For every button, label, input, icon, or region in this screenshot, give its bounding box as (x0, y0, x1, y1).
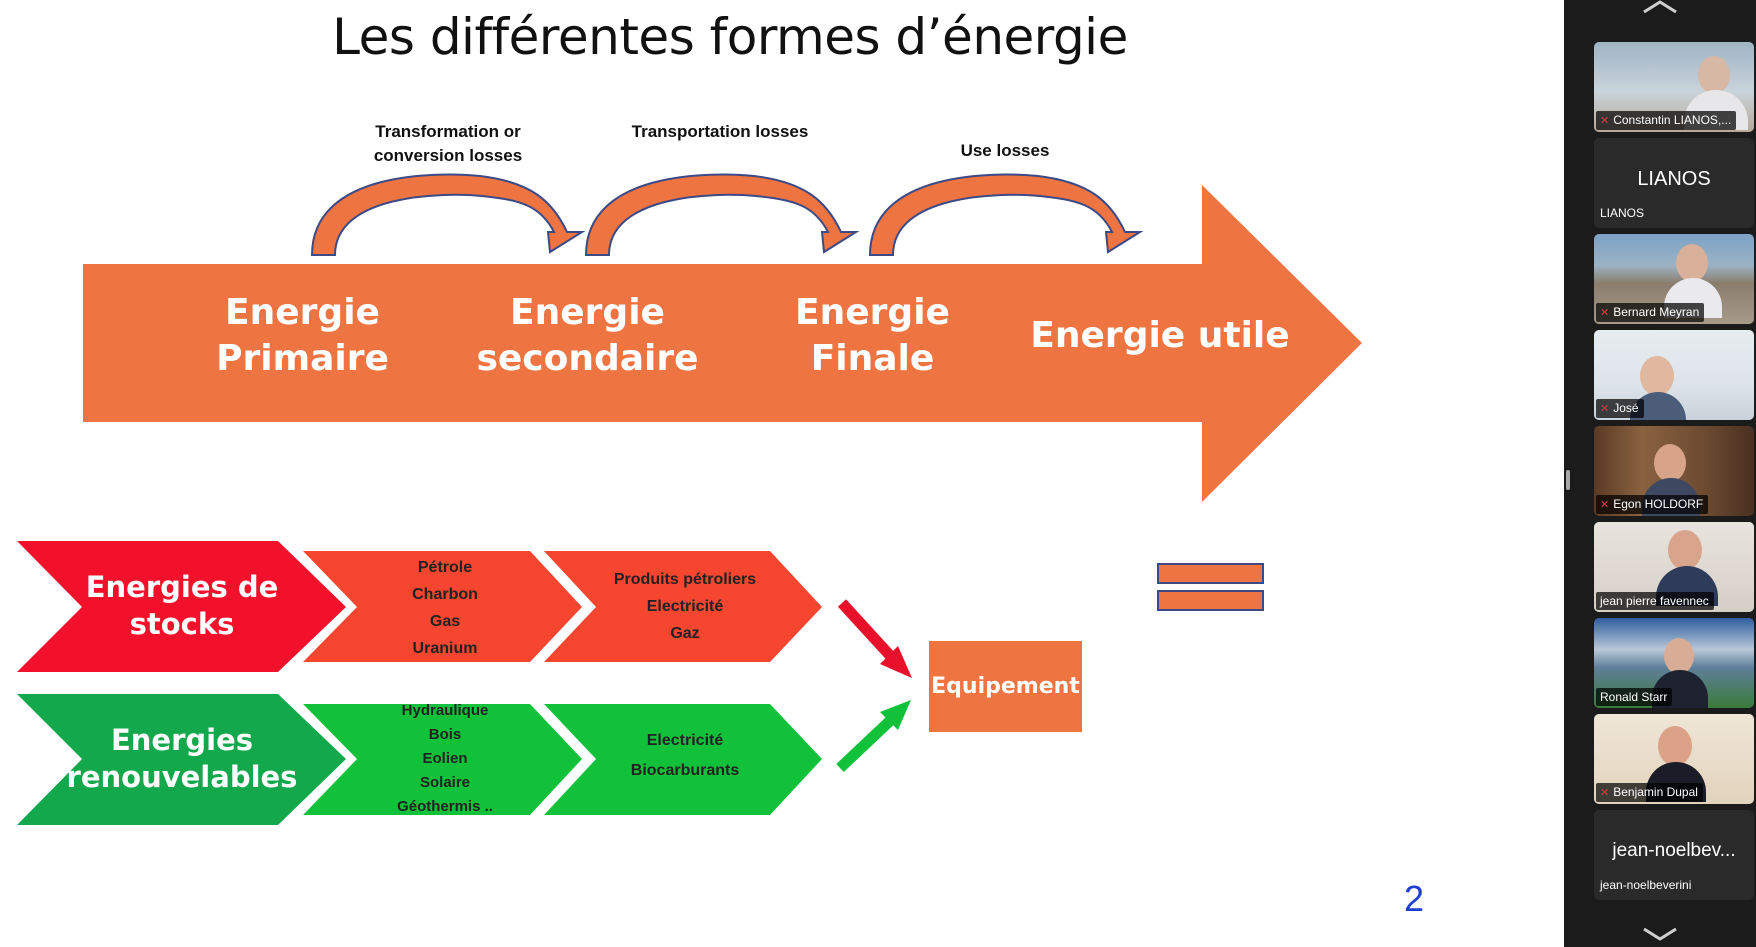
participant-name: Ronald Starr (1596, 688, 1673, 706)
mic-muted-icon: ✕ (1600, 787, 1610, 799)
participant-display-name: LIANOS (1637, 168, 1711, 190)
green-up-arrow (836, 700, 911, 772)
stocks-secondary-chevron (544, 551, 822, 662)
loss-label-conversion: Transformation or conversion losses (373, 122, 523, 165)
participant-name: ✕Egon HOLDORF (1596, 495, 1709, 514)
mic-muted-icon: ✕ (1600, 403, 1610, 415)
sidebar-resize-handle[interactable] (1566, 470, 1570, 490)
mic-muted-icon: ✕ (1600, 307, 1610, 319)
presentation-slide: Les différentes formes d’énergie (17, 8, 1425, 919)
slide-title: Les différentes formes d’énergie (332, 8, 1128, 66)
stocks-head-chevron (17, 541, 346, 672)
renewables-secondary-chevron (544, 704, 822, 815)
participant-sidebar[interactable]: ✕Constantin LIANOS,... LIANOS LIANOS ✕Be… (1564, 0, 1756, 947)
participant-tile[interactable]: ✕José (1594, 330, 1754, 420)
participant-name: ✕José (1596, 399, 1644, 418)
stocks-primary-list: Pétrole Charbon Gas Uranium (412, 559, 478, 657)
participant-name: jean-noelbeverini (1600, 878, 1692, 892)
page-number: 2 (1404, 878, 1425, 919)
participant-tile-active[interactable]: jean pierre favennec (1594, 522, 1754, 612)
participant-name: LIANOS (1600, 206, 1645, 220)
participant-name: ✕Constantin LIANOS,... (1596, 111, 1737, 130)
renewables-primary-chevron (303, 704, 582, 815)
participant-tile[interactable]: Ronald Starr (1594, 618, 1754, 708)
participant-display-name: jean-noelbev... (1612, 840, 1736, 861)
stocks-secondary-list: Produits pétroliers Electricité Gaz (613, 571, 757, 642)
loss-arc-arrow-3 (868, 173, 1144, 256)
loss-arc-arrow-1 (310, 173, 586, 256)
participant-name: ✕Benjamin Dupal (1596, 783, 1703, 802)
loss-label-transportation: Transportation losses (631, 122, 809, 141)
loss-label-use: Use losses (960, 141, 1050, 160)
participant-tile[interactable]: ✕Egon HOLDORF (1594, 426, 1754, 516)
red-down-arrow (837, 599, 912, 678)
participant-tile[interactable]: ✕Bernard Meyran (1594, 234, 1754, 324)
energy-flow-arrow (83, 185, 1362, 502)
participant-tile[interactable]: ✕Benjamin Dupal (1594, 714, 1754, 804)
loss-arc-arrow-2 (584, 173, 860, 256)
participant-tile[interactable]: LIANOS LIANOS (1594, 138, 1754, 228)
mic-muted-icon: ✕ (1600, 115, 1610, 127)
participant-name: ✕Bernard Meyran (1596, 303, 1705, 322)
energy-stage-useful: Energie utile (1030, 315, 1290, 356)
participant-name: jean pierre favennec (1596, 592, 1714, 610)
renewables-secondary-list: Electricité Biocarburants (630, 732, 740, 779)
renewables-head-chevron (17, 694, 346, 825)
equals-sign (1157, 563, 1264, 611)
chevron-down-icon[interactable] (1634, 927, 1686, 947)
participant-tile[interactable]: ✕Constantin LIANOS,... (1594, 42, 1754, 132)
mic-muted-icon: ✕ (1600, 499, 1610, 511)
equipment-box: Equipement (929, 641, 1082, 732)
renewables-primary-list: Hydraulique Bois Eolien Solaire Géotherm… (397, 702, 493, 815)
participant-tile[interactable]: jean-noelbev... jean-noelbeverini (1594, 810, 1754, 900)
stocks-primary-chevron (303, 551, 582, 662)
chevron-up-icon[interactable] (1634, 0, 1686, 20)
diagram-shapes (17, 173, 1362, 825)
